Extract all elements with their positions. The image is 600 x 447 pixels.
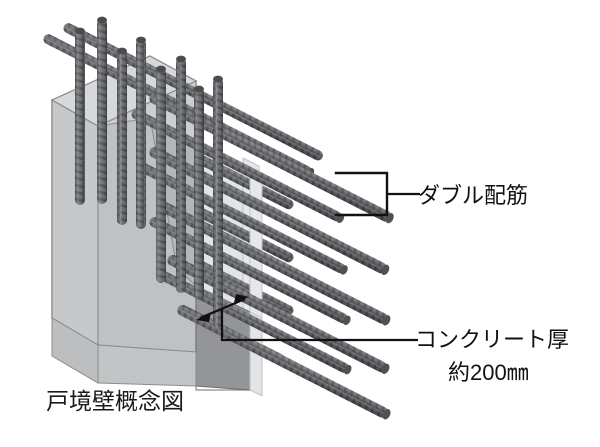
wall-bottom-left-face — [51, 317, 99, 384]
rebar-vertical-1 — [75, 27, 85, 205]
thickness-dimension — [196, 294, 418, 342]
rebar-horizontal-2 — [149, 146, 390, 276]
label-double-rebar: ダブル配筋 — [418, 183, 529, 208]
wall-bottom-front-face — [97, 344, 197, 387]
rebar-vertical-3 — [117, 47, 127, 225]
label-concrete-thickness: コンクリート厚 — [415, 327, 570, 352]
label-concrete-thickness-value: 約200㎜ — [448, 360, 529, 385]
thickness-arrow-head-right — [234, 294, 249, 303]
rebar-horizontal-top2 — [63, 23, 323, 161]
rebar-vertical-bars — [75, 16, 223, 328]
rebar-horizontal-4b — [157, 270, 352, 375]
rebar-vertical-7 — [194, 85, 204, 300]
double-rebar-leader — [334, 171, 420, 217]
thickness-leader-line — [220, 308, 418, 342]
rebar-horizontal-2b — [139, 163, 348, 275]
rebar-vertical-6 — [176, 55, 186, 293]
rebar-vertical-8 — [213, 75, 223, 328]
rebar-vertical-2 — [97, 16, 107, 204]
figure-caption: 戸境壁概念図 — [46, 389, 184, 414]
rebar-horizontal-5 — [177, 304, 391, 420]
rebar-vertical-4 — [136, 36, 146, 229]
rebar-vertical-5 — [156, 65, 166, 283]
thickness-arrow-head-left — [196, 312, 211, 322]
